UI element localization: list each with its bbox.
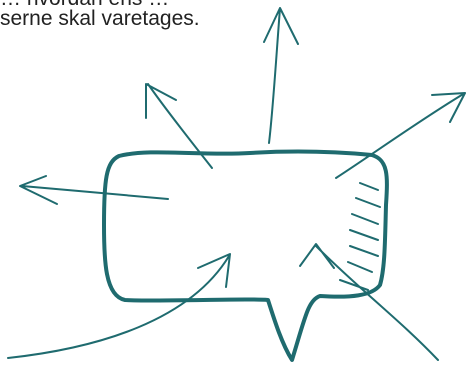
arrow-in-bottom-left: [8, 254, 230, 358]
arrow-in-bottom-right: [300, 244, 438, 360]
arrow-up-left: [146, 84, 212, 168]
speech-bubble-shape: [104, 152, 387, 360]
arrow-up-right: [336, 93, 465, 178]
arrow-up: [264, 8, 298, 143]
arrow-left: [20, 176, 168, 204]
